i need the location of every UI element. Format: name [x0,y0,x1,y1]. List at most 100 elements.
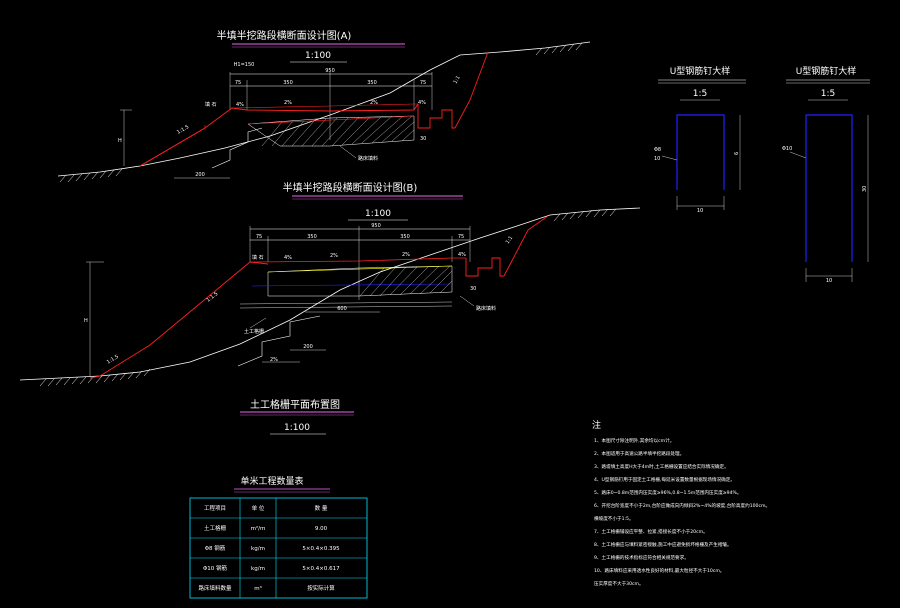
section-b-toe-slope-label: 1:1.5 [106,354,120,366]
u-nail-small-height: 6 [734,152,740,155]
note-item: 5、路床0~0.8m范围内压实度≥96%,0.8~1.5m范围内压实度≥94%。 [594,489,742,496]
section-b-width600: 600 [337,306,347,312]
section-a-slope-left: 4% [236,102,244,108]
section-a-title: 半填半挖路段横断面设计图(A) [217,29,352,42]
section-b-layer-blue [251,283,453,287]
section-a-subgrade-hatch [261,115,415,147]
section-a-ditch [417,104,455,129]
section-a-slope-mid2: 2% [370,100,378,106]
section-b: 半填半挖路段横断面设计图(B) 1:100 950 75 350 350 75 [19,181,641,387]
table-cell: 路床填料数量 [198,584,232,592]
section-b-step-slope: 2% [270,357,278,363]
table-cell: kg/m [251,546,265,552]
u-nail-large-dim: Φ10 [782,146,792,152]
section-b-slope-mid2: 2% [402,252,410,258]
notes-block: 注 1、本图尺寸除注明外,其余均以cm计。 2、本图适用于高速公路半填半挖路段处… [592,419,770,587]
u-nail-large-height: 30 [862,186,868,192]
u-nail-small-leader [661,155,678,161]
section-b-layer-yellow [267,265,453,273]
section-a-cut-slope [454,51,489,129]
u-nail-large-title: U型钢筋钉大样 [796,65,857,77]
section-b-cut-slope [503,215,549,277]
section-a-steps [211,127,263,169]
section-b-grid-line-1 [239,301,453,305]
note-item: 1、本图尺寸除注明外,其余均以cm计。 [594,437,674,444]
quantity-table-title: 单米工程数量表 [240,475,303,487]
section-a-left-label: 填 石 [205,101,217,108]
section-b-dim-1: 75 [256,234,262,240]
section-a-dim-1: 75 [235,80,241,86]
note-item: 横坡度不小于1:5。 [594,515,634,522]
section-b-step1: 200 [303,344,313,350]
quantity-table-border [189,497,368,599]
table-cell: 5×0.4×0.617 [302,566,340,572]
table-cell: 按实际计算 [307,584,335,592]
table-cell: 土工格栅 [204,524,227,532]
section-a: 半填半挖路段横断面设计图(A) 1:100 950 H1=150 75 350 … [57,29,591,183]
section-a-cut-slope-label: 1:1 [453,75,462,85]
section-b-ground-line [19,207,641,381]
notes-title: 注 [592,419,601,431]
section-b-dim-total: 950 [371,223,381,229]
section-a-dim-3: 350 [367,80,377,86]
section-b-grid-line-2 [239,305,453,309]
u-nail-large-scale: 1:5 [821,89,835,99]
quantity-table-block: 单米工程数量表 工程项目 单 位 数 量 土工格栅 m²/m 9.00 Φ8 钢… [189,475,368,599]
section-b-toe [89,375,101,379]
note-item: 8、土工格栅应与填料紧密接触,施工中应避免损坏格栅及产生褶皱。 [594,541,732,548]
note-item: 3、路堤填土高度H大于4m时,土工格栅设置应结合实际情况确定。 [594,463,729,470]
table-cell: m²/m [251,525,266,532]
u-nail-small-width: 10 [697,208,703,214]
section-b-ditch [465,257,504,277]
section-a-hatch-label: 路床填料 [358,155,378,162]
section-b-ditch-label: 30 [470,286,476,292]
u-nail-small-scale: 1:5 [693,89,707,99]
note-item: 6、开挖台阶宽度不小于2m,台阶应做成向内倾斜2%~4%的坡度,台阶高度约100… [594,502,770,509]
note-item: 9、土工格栅的技术指标应符合相关规范要求。 [594,554,689,561]
quantity-table: 工程项目 单 位 数 量 土工格栅 m²/m 9.00 Φ8 钢筋 kg/m 5… [189,497,368,599]
section-a-ditch-label: 30 [420,136,426,142]
table-cell: kg/m [251,566,265,572]
section-a-dim-offset: H1=150 [234,62,255,68]
table-header-unit: 单 位 [252,504,265,512]
section-b-ground-hatch [39,208,617,387]
section-a-ground-hatch [59,42,583,183]
section-a-subgrade-top [247,115,415,125]
u-nail-large-width: 10 [826,278,832,284]
table-cell: 5×0.4×0.395 [302,546,340,552]
u-nail-small-title: U型钢筋钉大样 [670,65,731,77]
u-nail-small-shape [676,114,725,190]
section-a-fill-slope [139,127,206,167]
section-a-subgrade-outline [247,115,415,147]
u-nail-large-shape [805,114,853,262]
section-b-dim-4: 75 [458,234,464,240]
table-cell: Φ8 钢筋 [205,544,226,552]
note-item: 2、本图适用于高速公路半填半挖路段处理。 [594,450,684,457]
section-b-slope-left: 4% [284,255,292,261]
table-header-qty: 数 量 [315,504,328,512]
note-item: 压实厚度不大于30cm。 [594,580,644,587]
u-nail-large-leader [789,151,807,159]
section-a-slope-right: 4% [418,100,426,106]
section-c-title: 土工格栅平面布置图 [250,398,340,411]
u-nail-small-dim1: Φ8 [654,147,661,153]
section-b-fill-slope-label: 1:1.5 [206,291,220,304]
section-b-cut-slope-label: 1:1 [505,235,515,245]
table-cell: Φ10 钢筋 [203,564,228,572]
section-b-left-label: 填 石 [252,254,264,261]
section-b-right-leader [459,295,475,307]
section-a-fill-slope-label: 1:1.5 [176,124,190,136]
table-header-item: 工程项目 [204,504,226,512]
section-b-steps [237,315,321,367]
section-b-pavement-top [249,257,466,263]
table-cell: m³ [254,585,262,592]
section-b-title: 半填半挖路段横断面设计图(B) [283,181,418,194]
note-item: 10、路床填料应采用透水性良好的材料,最大粒径不大于10cm。 [594,567,724,574]
u-nail-small-detail: U型钢筋钉大样 1:5 6 10 Φ8 10 [654,65,746,214]
section-b-dim-3: 350 [400,234,410,240]
section-a-height-label: H [118,138,122,144]
section-a-pavement-top [231,103,418,109]
section-a-dim-total: 950 [325,68,335,74]
section-a-scale: 1:100 [305,51,331,61]
